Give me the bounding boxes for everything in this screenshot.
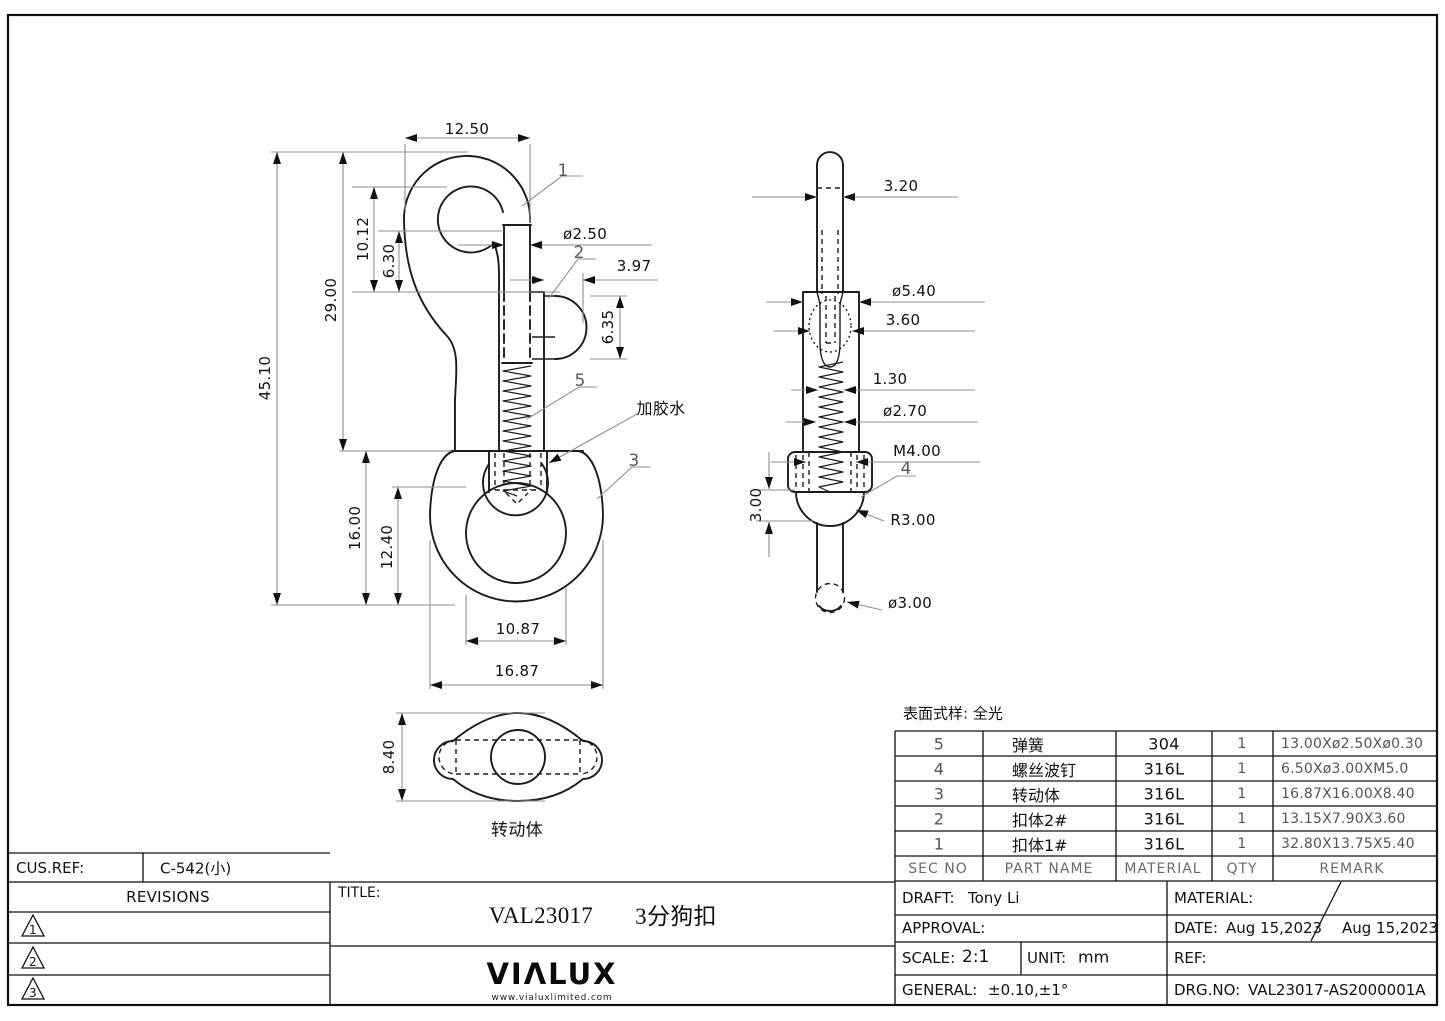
dim-front-swivel-inner-height: 12.40 (378, 524, 396, 570)
bottom-view-label: 转动体 (491, 820, 543, 841)
revisions-label: REVISIONS (126, 888, 210, 906)
title-code: VAL23017 (488, 903, 594, 928)
approval-label: APPROVAL: (902, 919, 986, 937)
title-label: TITLE: (338, 885, 381, 901)
dim-front-body-height: 29.00 (322, 277, 340, 323)
bom-part-name: 弹簧 (1012, 736, 1045, 755)
bom-header-sec-no: SEC NO (908, 861, 968, 877)
bom-part-name: 转动体 (1012, 786, 1061, 805)
bom-header-part-name: PART NAME (1004, 861, 1094, 877)
general-label: GENERAL: (902, 981, 978, 999)
bom-sec-no: 4 (933, 759, 945, 779)
dim-front-swivel-inner-width: 10.87 (495, 620, 541, 638)
bom-sec-no: 2 (933, 809, 945, 829)
scale-value: 2:1 (962, 947, 990, 967)
date-value-2: Aug 15,2023 (1342, 919, 1439, 937)
glue-note: 加胶水 (636, 399, 686, 418)
dim-front-inner-depth: 10.12 (354, 216, 372, 262)
dim-side-head-height: 3.00 (747, 487, 765, 523)
draft-value: Tony Li (968, 889, 1020, 907)
surface-finish-note: 表面式样: 全光 (903, 704, 1003, 723)
callout-part-4: 4 (900, 459, 912, 479)
dim-side-head-radius: R3.00 (890, 511, 936, 529)
dim-front-throat-depth: 6.30 (380, 243, 398, 279)
drg-no-value: VAL23017-AS2000001A (1248, 981, 1426, 999)
dim-side-thread: M4.00 (893, 442, 941, 460)
revision-marker-2: 2 (29, 955, 37, 969)
bom-qty: 1 (1237, 836, 1247, 852)
bom-qty: 1 (1237, 736, 1247, 752)
bom-remark: 16.87X16.00X8.40 (1281, 786, 1415, 802)
dim-bottom-height: 8.40 (380, 739, 398, 775)
bom-material: 304 (1148, 734, 1180, 754)
vialux-logo: VIΛLUX (486, 957, 618, 991)
dim-side-spring-wire: 1.30 (872, 370, 908, 388)
bom-sec-no: 1 (933, 834, 945, 854)
bom-material: 316L (1143, 759, 1185, 779)
bom-header-qty: QTY (1226, 861, 1258, 877)
scale-label: SCALE: (902, 949, 956, 967)
bom-header-remark: REMARK (1319, 861, 1385, 877)
draft-label: DRAFT: (902, 889, 955, 907)
unit-label: UNIT: (1027, 949, 1067, 967)
bottom-view-geometry (433, 712, 603, 802)
unit-value: mm (1078, 947, 1110, 967)
dim-side-body-diameter: ø5.40 (891, 282, 937, 300)
bom-qty: 1 (1237, 786, 1247, 802)
callout-part-1: 1 (557, 161, 569, 181)
cus-ref-value: C-542(小) (160, 859, 232, 878)
revision-triangles (20, 913, 46, 1000)
callout-part-5: 5 (574, 371, 586, 391)
drg-no-label: DRG.NO: (1174, 981, 1241, 999)
dim-front-overall-width: 12.50 (444, 120, 490, 138)
sheet-border-frame (6, 13, 1439, 1007)
bottom-view-dimension-lines (396, 712, 545, 802)
general-value: ±0.10,±1° (988, 981, 1069, 999)
bom-material: 316L (1143, 784, 1185, 804)
bom-remark: 32.80X13.75X5.40 (1281, 836, 1415, 852)
bom-header-material: MATERIAL (1124, 861, 1202, 877)
dim-side-rod-width: 3.20 (883, 177, 919, 195)
ref-label: REF: (1174, 949, 1207, 967)
bom-qty: 1 (1237, 811, 1247, 827)
cus-ref-label: CUS.REF: (16, 859, 85, 877)
revision-marker-1: 1 (29, 923, 37, 937)
bom-qty: 1 (1237, 761, 1247, 777)
vialux-website: www.vialuxlimited.com (491, 993, 613, 1003)
title-name: 3分狗扣 (635, 904, 717, 929)
front-view-geometry (403, 155, 604, 603)
bom-table-grid (894, 730, 1437, 882)
bom-material: 316L (1143, 834, 1185, 854)
dim-front-gate-width: 3.97 (616, 257, 652, 275)
dim-front-swivel-width: 16.87 (494, 662, 540, 680)
dim-side-slot-width: 3.60 (885, 311, 921, 329)
bom-remark: 13.15X7.90X3.60 (1281, 811, 1406, 827)
bom-material: 316L (1143, 809, 1185, 829)
dim-front-knob-height: 6.35 (599, 309, 617, 345)
callout-part-3: 3 (628, 451, 640, 471)
dim-front-swivel-height: 16.00 (346, 505, 364, 551)
dim-side-pin-diameter: ø3.00 (887, 594, 933, 612)
bom-part-name: 螺丝波钉 (1012, 761, 1077, 780)
bom-remark: 13.00Xø2.50Xø0.30 (1281, 736, 1424, 752)
date-label: DATE: (1174, 919, 1219, 937)
side-view-geometry (787, 151, 873, 614)
date-value-1: Aug 15,2023 (1226, 919, 1323, 937)
bom-part-name: 扣体1# (1012, 836, 1068, 855)
bom-sec-no: 3 (933, 784, 945, 804)
material-date-slash (1310, 881, 1342, 942)
bom-remark: 6.50Xø3.00XM5.0 (1281, 761, 1409, 777)
dim-side-spring-diameter: ø2.70 (882, 402, 928, 420)
bom-part-name: 扣体2# (1012, 811, 1068, 830)
side-view-dimension-lines (752, 193, 985, 611)
dim-front-rod-diameter: ø2.50 (562, 225, 608, 243)
material-label: MATERIAL: (1174, 889, 1254, 907)
title-block-grid (8, 852, 1437, 1005)
dim-front-overall-height: 45.10 (256, 355, 274, 401)
bom-sec-no: 5 (933, 734, 945, 754)
revision-marker-3: 3 (29, 986, 37, 1000)
callout-part-2: 2 (573, 243, 585, 263)
front-view-dimension-lines (271, 134, 658, 689)
